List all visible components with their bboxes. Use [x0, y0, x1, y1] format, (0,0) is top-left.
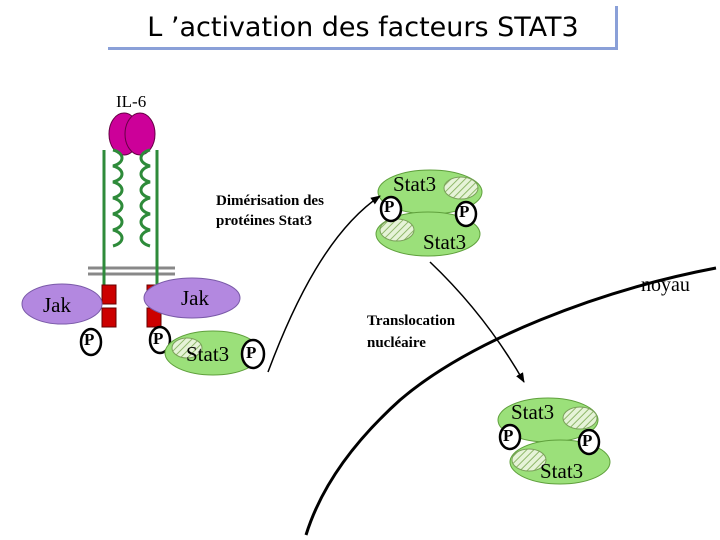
stat3-dimer-bottom-label: Stat3 [423, 230, 467, 254]
jak-left [21, 283, 103, 325]
phospho-receptor-right [148, 325, 172, 355]
phospho-dimer-left-label: P [384, 197, 395, 216]
phospho-nucleus-right-label: P [582, 431, 593, 450]
dimerisation-label-line2: protéines Stat3 [216, 213, 312, 229]
stat3-nucleus-bottom-label: Stat3 [540, 459, 584, 483]
stat3-monomer [164, 330, 266, 376]
nuclear-membrane [304, 266, 717, 536]
jak-right [143, 277, 241, 319]
title-box: L ’activation des facteurs STAT3 [108, 6, 618, 50]
jak-left-label: Jak [43, 293, 71, 317]
stat3-dimer-top-label: Stat3 [393, 172, 437, 196]
dimerisation-label-line1: Dimérisation des [216, 193, 324, 209]
phospho-monomer-label: P [246, 343, 257, 362]
phospho-dimer-right-label: P [459, 202, 470, 221]
dimerisation-arrow [267, 195, 381, 373]
phospho-receptor-left-label: P [84, 330, 95, 349]
phospho-nucleus-left-label: P [503, 426, 514, 445]
stat3-dimer-cytoplasm [375, 169, 483, 257]
il6-cytokine [108, 112, 156, 156]
il6-label: IL-6 [116, 92, 147, 111]
translocation-label-line1: Translocation [367, 313, 456, 329]
stat3-dimer-nucleus [497, 397, 611, 485]
receptor-left [102, 148, 124, 290]
stat3-nucleus-top-label: Stat3 [511, 400, 555, 424]
translocation-label-line2: nucléaire [367, 335, 426, 351]
receptor-right [139, 148, 159, 290]
phospho-receptor-right-label: P [153, 329, 164, 348]
noyau-label: noyau [641, 274, 690, 296]
translocation-arrow [429, 261, 525, 383]
phospho-receptor-left [79, 327, 103, 357]
stat3-monomer-label: Stat3 [186, 342, 230, 366]
page-title: L ’activation des facteurs STAT3 [147, 12, 579, 43]
jak-right-label: Jak [181, 286, 209, 310]
cell-membrane [88, 266, 175, 276]
